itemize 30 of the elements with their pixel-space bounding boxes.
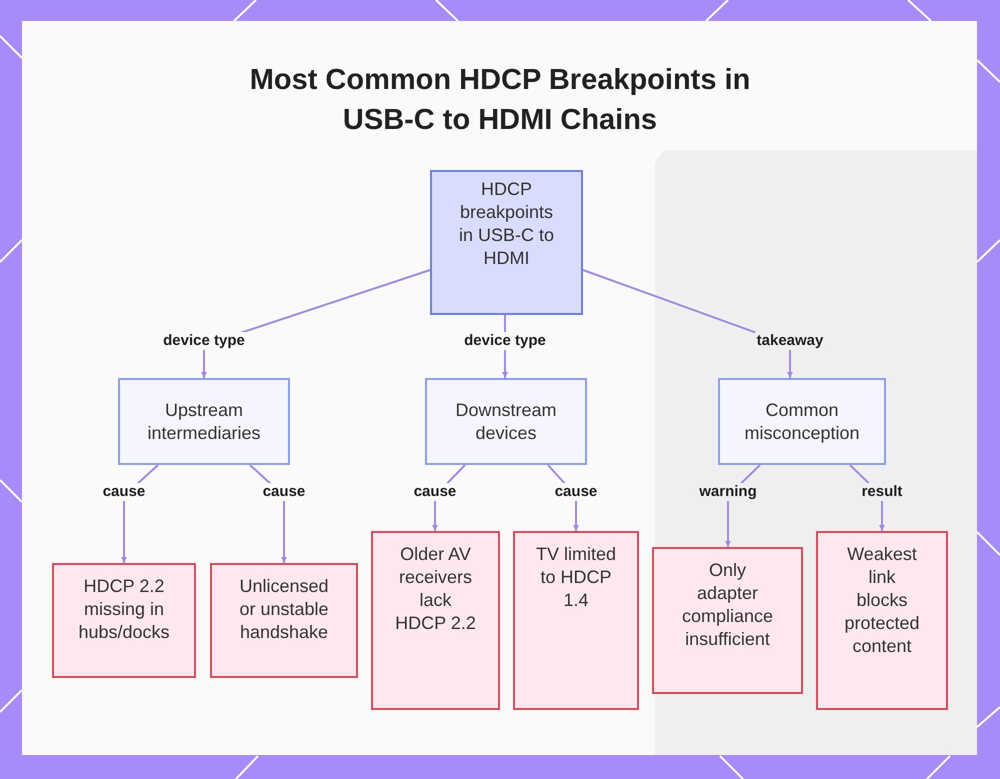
issue-box (52, 563, 196, 678)
edge-label: cause (100, 483, 148, 501)
topic-box (430, 170, 583, 315)
issue-box (210, 563, 358, 678)
edge-label: cause (260, 483, 308, 501)
diagram-title: Most Common HDCP Breakpoints in USB-C to HDMI Chains (248, 63, 752, 138)
edge-label: device type (462, 332, 548, 350)
edge-label: cause (552, 483, 600, 501)
edge-label: takeaway (754, 332, 826, 350)
node-text: Only adapter compliance insufficient (680, 559, 774, 651)
node-text: Common misconception (743, 398, 861, 444)
edge-label: warning (697, 483, 759, 501)
node-text: Older AV receivers lack HDCP 2.2 (394, 543, 477, 635)
node-text: TV limited to HDCP 1.4 (534, 543, 617, 612)
edge-label: cause (412, 483, 458, 501)
node-text: Downstream devices (454, 398, 558, 444)
issue-box (816, 531, 948, 710)
issue-box (371, 531, 500, 710)
category-box (718, 378, 886, 465)
category-box (118, 378, 290, 465)
node-text: Unlicensed or unstable handshake (238, 575, 330, 644)
category-box (425, 378, 587, 465)
node-text: Weakest link blocks protected content (844, 543, 920, 658)
node-text: Upstream intermediaries (146, 398, 262, 444)
edge-label: result (860, 483, 904, 501)
edge-label: device type (161, 332, 247, 350)
issue-box (513, 531, 639, 710)
node-text: HDCP breakpoints in USB-C to HDMI (458, 178, 556, 270)
node-text: HDCP 2.2 missing in hubs/docks (77, 575, 171, 644)
issue-box (652, 547, 803, 694)
